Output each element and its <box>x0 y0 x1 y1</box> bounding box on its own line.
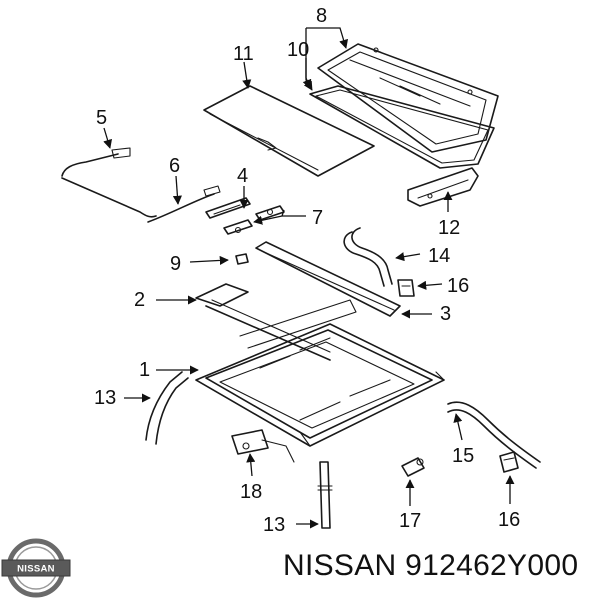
hose-part-15 <box>447 401 541 469</box>
callout-6: 6 <box>169 155 180 177</box>
cable-part-5 <box>61 147 157 218</box>
nissan-logo: NISSAN <box>1 538 71 598</box>
callout-1: 1 <box>139 359 150 381</box>
callout-12: 12 <box>438 217 460 239</box>
callout-16-top: 16 <box>447 275 469 297</box>
callout-16-bottom: 16 <box>498 509 520 531</box>
nozzle-part-16-bottom <box>499 451 519 473</box>
hose-part-6 <box>147 185 221 223</box>
callout-4: 4 <box>237 165 248 187</box>
logo-text: NISSAN <box>17 564 55 575</box>
slide-bracket-part-4 <box>205 197 251 219</box>
callout-8: 8 <box>316 5 327 27</box>
sunshade-part-11 <box>203 85 375 177</box>
callout-13-left: 13 <box>94 387 116 409</box>
callout-15: 15 <box>452 445 474 467</box>
callout-7: 7 <box>312 207 323 229</box>
callout-9: 9 <box>170 253 181 275</box>
callout-17: 17 <box>399 510 421 532</box>
callout-10: 10 <box>287 39 309 61</box>
clip-part-9 <box>235 253 249 265</box>
clamp-part-17 <box>401 457 425 477</box>
frame-part-1 <box>195 299 445 447</box>
weatherstrip-part-10 <box>309 85 495 169</box>
callout-2: 2 <box>134 289 145 311</box>
callout-18: 18 <box>240 481 262 503</box>
deflector-part-3 <box>255 241 401 317</box>
leader-lines <box>103 27 515 529</box>
callout-3: 3 <box>440 303 451 325</box>
hose-part-14 <box>343 227 393 287</box>
part-number-caption: NISSAN 912462Y000 <box>283 549 579 582</box>
tube-part-13-bottom <box>317 461 333 529</box>
callout-5: 5 <box>96 107 107 129</box>
glass-lid-part-8 <box>317 43 499 153</box>
callout-11: 11 <box>233 43 254 65</box>
bracket-part-12 <box>407 167 479 207</box>
callout-14: 14 <box>428 245 450 267</box>
nozzle-part-16-top <box>397 279 415 297</box>
hose-part-13-left <box>145 371 189 445</box>
callout-13-bottom: 13 <box>263 514 285 536</box>
motor-part-18 <box>231 429 295 463</box>
